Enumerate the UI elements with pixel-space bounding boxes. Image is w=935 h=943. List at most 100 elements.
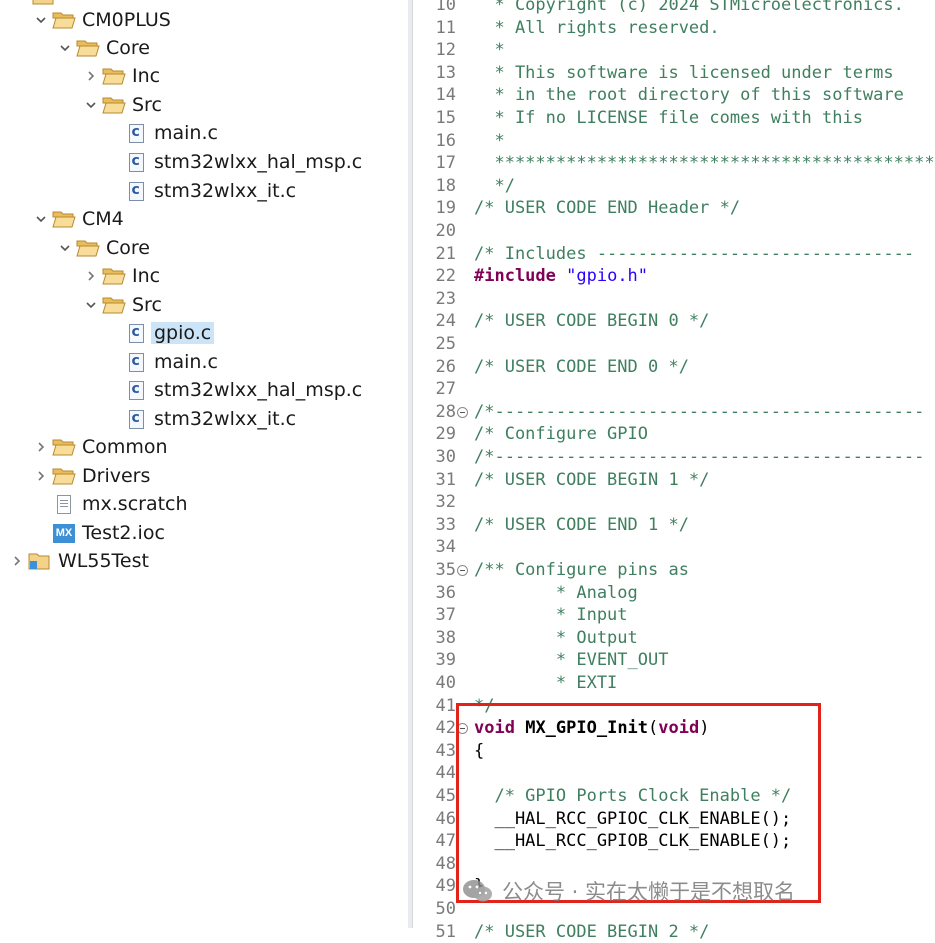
code-token: /*--------------------------------------… — [474, 401, 925, 422]
tree-item-wl55test[interactable]: WL55Test — [10, 547, 149, 575]
code-line[interactable]: 20 — [413, 220, 879, 243]
code-line[interactable]: 21/* Includes --------------------------… — [413, 243, 915, 266]
code-line[interactable]: 34 — [413, 536, 879, 559]
code-editor[interactable]: 10 * Copyright (c) 2024 STMicroelectroni… — [413, 0, 935, 942]
line-number: 23 — [435, 288, 456, 309]
code-line[interactable]: 18 */ — [413, 175, 879, 198]
chevron-down-icon[interactable] — [58, 41, 72, 55]
chevron-right-icon[interactable] — [34, 469, 48, 483]
c-file-icon — [123, 379, 149, 401]
tree-spacer — [106, 184, 120, 198]
code-line[interactable]: 28 /*------------------------------------… — [413, 401, 925, 424]
code-line[interactable]: 51/* USER CODE BEGIN 2 */ — [413, 921, 879, 943]
chevron-right-icon[interactable] — [84, 69, 98, 83]
line-number: 44 — [435, 763, 456, 784]
code-line[interactable]: 15 * If no LICENSE file comes with this — [413, 107, 879, 130]
tree-item-core[interactable]: Core — [58, 34, 150, 62]
tree-item-drivers[interactable]: Drivers — [34, 462, 150, 490]
code-line[interactable]: 12 * — [413, 39, 879, 62]
code-token: * EVENT_OUT — [474, 650, 669, 671]
code-token — [556, 266, 566, 286]
code-line[interactable]: 10 * Copyright (c) 2024 STMicroelectroni… — [413, 0, 904, 17]
code-line[interactable]: 31/* USER CODE BEGIN 1 */ — [413, 469, 879, 492]
code-line[interactable]: 19/* USER CODE END Header */ — [413, 197, 879, 220]
code-line[interactable]: 29/* Configure GPIO — [413, 423, 879, 446]
chevron-right-icon[interactable] — [34, 440, 48, 454]
code-text: * EVENT_OUT — [474, 649, 669, 672]
code-line[interactable]: 16 * — [413, 130, 879, 153]
code-line[interactable]: 37 * Input — [413, 604, 879, 627]
tree-item-cm4[interactable]: CM4 — [34, 205, 124, 233]
code-text: /*--------------------------------------… — [474, 446, 924, 469]
line-number: 41 — [435, 695, 456, 716]
chevron-down-icon[interactable] — [84, 298, 98, 312]
fold-collapse-icon[interactable] — [457, 565, 468, 576]
tree-item-stm32wlxx-it-c[interactable]: stm32wlxx_it.c — [106, 405, 296, 433]
line-number: 18 — [435, 175, 456, 196]
code-token: * Analog — [474, 582, 638, 603]
tree-item-mx-scratch[interactable]: mx.scratch — [34, 490, 188, 518]
code-line[interactable]: 48 — [413, 853, 879, 876]
tree-item-stm32wlxx-it-c[interactable]: stm32wlxx_it.c — [106, 177, 296, 205]
line-number: 28 — [435, 401, 456, 422]
line-number: 15 — [435, 108, 456, 128]
code-line[interactable]: 25 — [413, 333, 879, 356]
project-icon — [27, 550, 53, 572]
code-token: /*--------------------------------------… — [474, 447, 925, 467]
tree-item-main-c[interactable]: main.c — [106, 119, 218, 147]
code-line[interactable]: 30/*------------------------------------… — [413, 446, 925, 469]
tree-item-common[interactable]: Common — [34, 433, 168, 461]
code-token: __HAL_RCC_GPIOC_CLK_ENABLE(); — [474, 808, 792, 829]
line-number: 46 — [435, 808, 456, 829]
code-line[interactable]: 45 /* GPIO Ports Clock Enable */ — [413, 785, 879, 808]
tree-item-stm32wlxx-hal-msp-c[interactable]: stm32wlxx_hal_msp.c — [106, 376, 362, 404]
tree-item-src[interactable]: Src — [84, 291, 162, 319]
code-token: /* USER CODE END 0 */ — [474, 356, 689, 377]
code-line[interactable]: 38 * Output — [413, 627, 879, 650]
code-line[interactable]: 36 * Analog — [413, 582, 879, 605]
code-text: /* GPIO Ports Clock Enable */ — [474, 785, 791, 808]
code-token: ****************************************… — [474, 153, 935, 174]
tree-item-inc[interactable]: Inc — [84, 262, 160, 290]
code-line[interactable]: 22#include "gpio.h" — [413, 265, 879, 288]
code-line[interactable]: 35/** Configure pins as — [413, 559, 879, 582]
tree-item-stm32wlxx-hal-msp-c[interactable]: stm32wlxx_hal_msp.c — [106, 148, 362, 176]
watermark: 公众号 · 实在太懒于是不想取名 — [462, 876, 795, 906]
code-line[interactable]: 43{ — [413, 740, 879, 763]
chevron-down-icon[interactable] — [34, 13, 48, 27]
code-line[interactable]: 50 — [413, 898, 879, 921]
code-line[interactable]: 39 * EVENT_OUT — [413, 649, 879, 672]
code-line[interactable]: 24/* USER CODE BEGIN 0 */ — [413, 310, 879, 333]
view-splitter[interactable] — [408, 0, 412, 928]
code-line[interactable]: 17 *************************************… — [413, 152, 935, 175]
code-line[interactable]: 11 * All rights reserved. — [413, 17, 879, 40]
chevron-down-icon[interactable] — [58, 241, 72, 255]
chevron-right-icon[interactable] — [84, 269, 98, 283]
tree-item-src[interactable]: Src — [84, 91, 162, 119]
chevron-down-icon[interactable] — [84, 98, 98, 112]
code-line[interactable]: 46 __HAL_RCC_GPIOC_CLK_ENABLE(); — [413, 808, 879, 831]
code-line[interactable]: 33/* USER CODE END 1 */ — [413, 514, 879, 537]
tree-item-core[interactable]: Core — [58, 234, 150, 262]
code-line[interactable]: 32 — [413, 491, 879, 514]
code-line[interactable]: 23 — [413, 288, 879, 311]
code-token: /* USER CODE BEGIN 0 */ — [474, 311, 710, 332]
fold-collapse-icon[interactable] — [457, 406, 468, 418]
chevron-right-icon[interactable] — [10, 554, 24, 568]
tree-item-cm0plus[interactable]: CM0PLUS — [34, 6, 171, 34]
code-line[interactable]: 27 — [413, 378, 879, 401]
tree-item-inc[interactable]: Inc — [84, 62, 160, 90]
code-line[interactable]: 14 * in the root directory of this softw… — [413, 84, 904, 107]
tree-item-main-c[interactable]: main.c — [106, 348, 218, 376]
code-text: { — [474, 740, 484, 763]
code-line[interactable]: 40 * EXTI — [413, 672, 879, 695]
tree-item-gpio-c[interactable]: gpio.c — [106, 319, 215, 347]
code-line[interactable]: 47 __HAL_RCC_GPIOB_CLK_ENABLE(); — [413, 830, 879, 853]
code-token: /* USER CODE BEGIN 2 */ — [474, 921, 710, 942]
chevron-down-icon[interactable] — [34, 212, 48, 226]
code-line[interactable]: 26/* USER CODE END 0 */ — [413, 356, 879, 379]
code-line[interactable]: 44 — [413, 762, 879, 785]
code-line[interactable]: 13 * This software is licensed under ter… — [413, 62, 894, 85]
